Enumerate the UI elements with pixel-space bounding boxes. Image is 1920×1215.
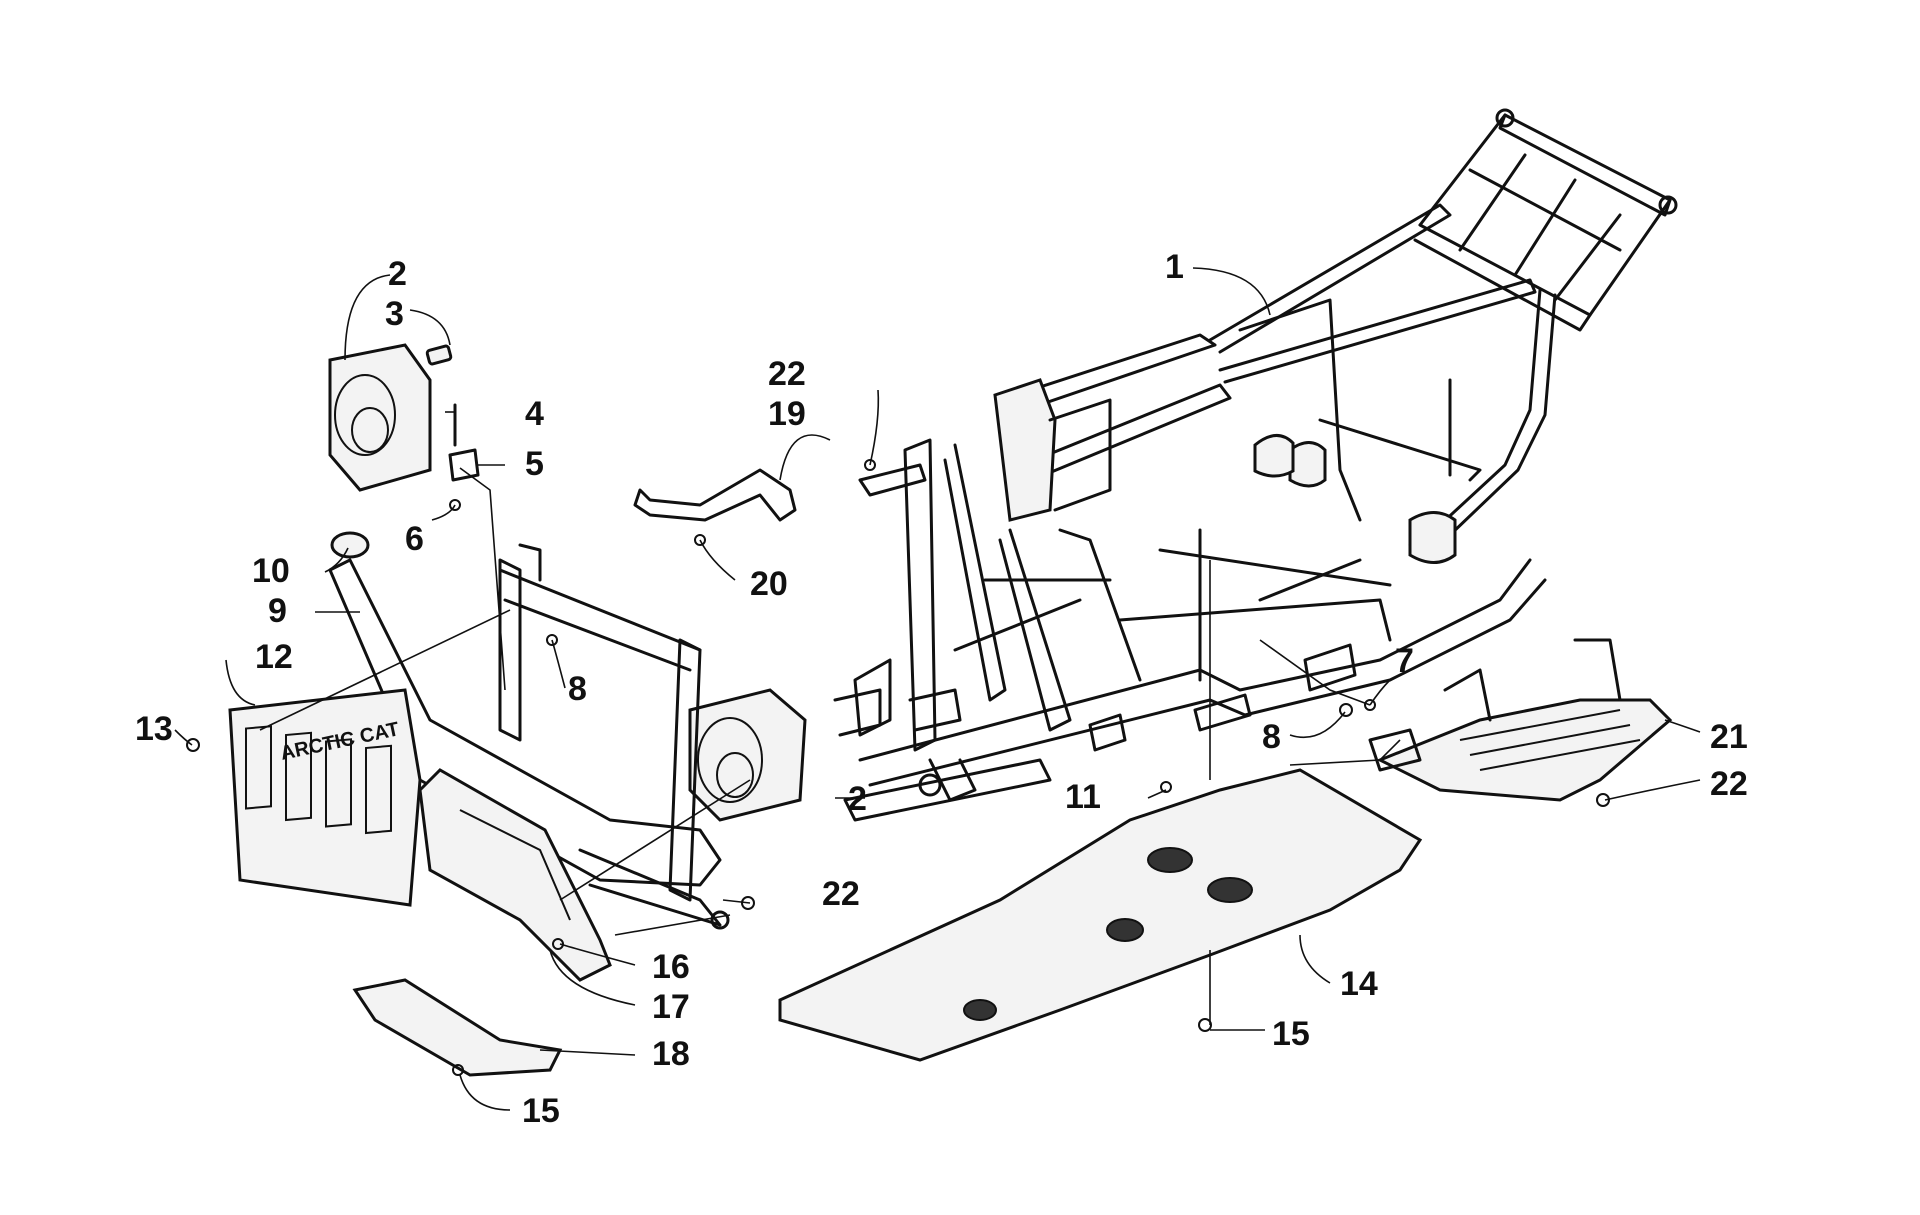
headlight-hardware bbox=[425, 344, 480, 511]
brush-guard bbox=[418, 768, 612, 982]
callout-14: 14 bbox=[1340, 965, 1378, 1003]
callout-16: 16 bbox=[652, 948, 690, 986]
callout-22-mid: 22 bbox=[822, 875, 860, 913]
callout-22-right: 22 bbox=[1710, 765, 1748, 803]
callout-7: 7 bbox=[1395, 642, 1414, 680]
callout-18: 18 bbox=[652, 1035, 690, 1073]
callout-8-right: 8 bbox=[1262, 718, 1281, 756]
fastener-bolts bbox=[186, 459, 1610, 1076]
callouts: 1 2 3 4 5 6 10 9 12 13 8 2 22 19 20 22 1… bbox=[135, 248, 1748, 1130]
main-skid-plate bbox=[778, 768, 1423, 1062]
callout-12: 12 bbox=[255, 638, 293, 676]
callout-3: 3 bbox=[385, 295, 404, 333]
callout-13: 13 bbox=[135, 710, 173, 748]
callout-4: 4 bbox=[525, 395, 544, 433]
callout-17: 17 bbox=[652, 988, 690, 1026]
callout-22-top: 22 bbox=[768, 355, 806, 393]
callout-8-left: 8 bbox=[568, 670, 587, 708]
front-skid-plate bbox=[352, 978, 563, 1077]
callout-1: 1 bbox=[1165, 248, 1184, 286]
callout-20: 20 bbox=[750, 565, 788, 603]
headlight-right bbox=[688, 688, 807, 822]
callout-21: 21 bbox=[1710, 718, 1748, 756]
callout-19: 19 bbox=[768, 395, 806, 433]
callout-10: 10 bbox=[252, 552, 290, 590]
leader-lines bbox=[174, 267, 1701, 1111]
footrest-right bbox=[1368, 638, 1673, 802]
callout-11: 11 bbox=[1065, 778, 1101, 816]
callout-15-left: 15 bbox=[522, 1092, 560, 1130]
callout-5: 5 bbox=[525, 445, 544, 483]
callout-9: 9 bbox=[268, 592, 287, 630]
callout-6: 6 bbox=[405, 520, 424, 558]
callout-2-lower: 2 bbox=[848, 780, 867, 818]
callout-15-right: 15 bbox=[1272, 1015, 1310, 1053]
front-grille: ARCTIC CAT bbox=[228, 688, 422, 907]
headlight-left bbox=[328, 343, 432, 492]
callout-2-upper: 2 bbox=[388, 255, 407, 293]
front-rack-bracket bbox=[633, 468, 797, 522]
